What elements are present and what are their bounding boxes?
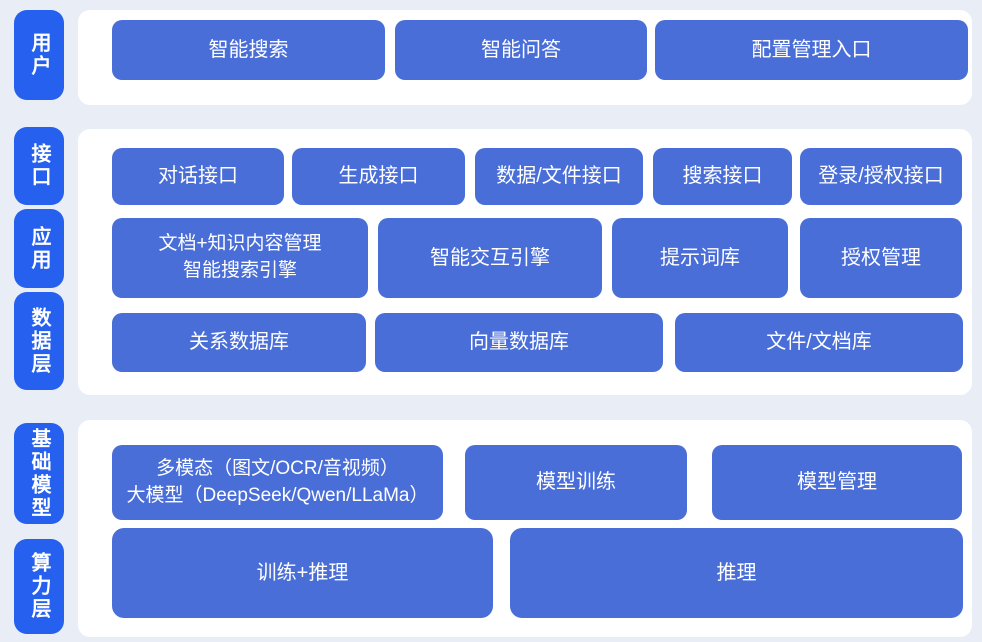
block-relational-db: 关系数据库: [112, 313, 366, 372]
block-model-management: 模型管理: [712, 445, 962, 520]
block-multimodal-llm: 多模态（图文/OCR/音视频） 大模型（DeepSeek/Qwen/LLaMa）: [112, 445, 443, 520]
layer-tag-interface: 接口: [14, 127, 64, 205]
multimodal-line2: 大模型（DeepSeek/Qwen/LLaMa）: [126, 484, 429, 506]
layer-tag-data: 数据层: [14, 292, 64, 390]
block-inference: 推理: [510, 528, 963, 618]
block-file-doc-store: 文件/文档库: [675, 313, 963, 372]
block-doc-knowledge-engine: 文档+知识内容管理 智能搜索引擎: [112, 218, 368, 298]
block-dialog-api: 对话接口: [112, 148, 284, 205]
doc-knowledge-line2: 智能搜索引擎: [182, 260, 297, 281]
layer-tag-application: 应用: [14, 209, 64, 288]
block-model-training: 模型训练: [465, 445, 687, 520]
block-smart-search: 智能搜索: [112, 20, 385, 80]
block-config-entry: 配置管理入口: [655, 20, 968, 80]
multimodal-line1: 多模态（图文/OCR/音视频）: [156, 457, 399, 479]
doc-knowledge-line1: 文档+知识内容管理: [158, 233, 322, 255]
block-login-auth-api: 登录/授权接口: [800, 148, 962, 205]
block-generate-api: 生成接口: [292, 148, 465, 205]
layer-tag-compute: 算力层: [14, 539, 64, 634]
layer-tag-base-model: 基础模型: [14, 423, 64, 524]
layer-tag-user: 用户: [14, 10, 64, 100]
block-auth-management: 授权管理: [800, 218, 962, 298]
block-train-plus-inference: 训练+推理: [112, 528, 493, 618]
block-smart-qa: 智能问答: [395, 20, 647, 80]
block-vector-db: 向量数据库: [375, 313, 663, 372]
block-search-api: 搜索接口: [653, 148, 792, 205]
block-interaction-engine: 智能交互引擎: [378, 218, 602, 298]
block-data-file-api: 数据/文件接口: [475, 148, 643, 205]
block-prompt-library: 提示词库: [612, 218, 788, 298]
